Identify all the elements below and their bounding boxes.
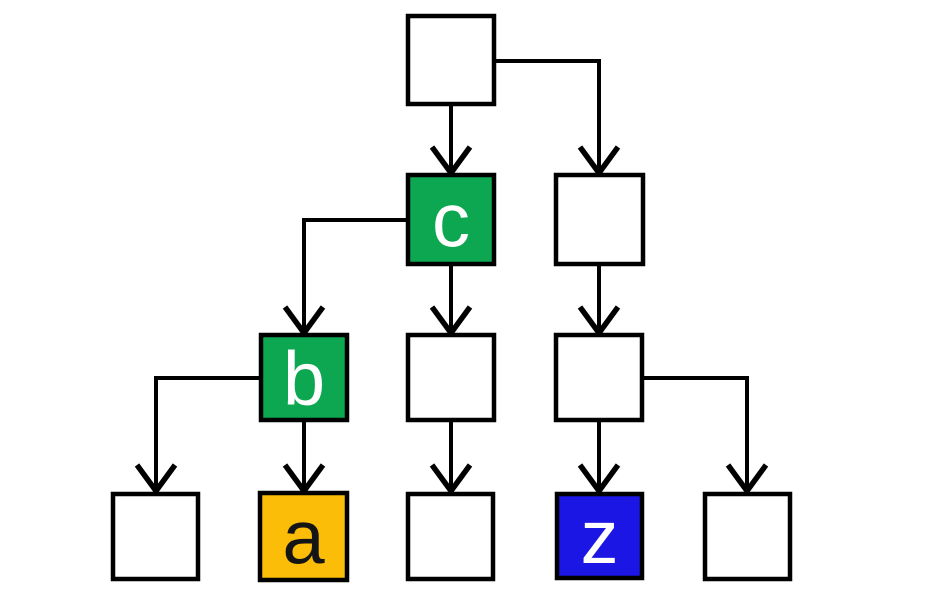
edge-line <box>154 376 261 491</box>
edge-root-to-right-2 <box>494 59 621 178</box>
tree-node-leaf-3 <box>405 491 496 582</box>
tree-node-right-2 <box>553 172 646 267</box>
node-box <box>258 332 350 423</box>
node-label: a <box>282 496 325 581</box>
tree-node-a: a <box>257 490 350 583</box>
tree-node-right-3 <box>553 332 645 423</box>
node-label: b <box>283 337 325 422</box>
edge-line <box>494 59 601 173</box>
node-box <box>553 332 645 423</box>
edge-right-2-to-right-3 <box>577 264 621 338</box>
edge-c-to-b <box>282 218 408 338</box>
edge-right-3-to-z <box>577 420 621 496</box>
edge-b-to-a <box>282 420 326 496</box>
edge-root-to-c <box>429 104 473 178</box>
node-box <box>553 172 646 267</box>
node-label: z <box>581 495 619 580</box>
node-box <box>405 332 497 423</box>
node-box <box>110 491 201 582</box>
node-box <box>405 172 497 267</box>
arrow-down-icon <box>725 463 769 496</box>
edge-line <box>302 218 408 333</box>
node-box <box>405 491 496 582</box>
node-box <box>554 491 645 581</box>
node-box <box>702 491 793 582</box>
node-label: c <box>432 179 470 264</box>
edge-c-to-mid-3 <box>429 264 473 338</box>
tree-node-z: z <box>554 491 645 581</box>
tree-node-c: c <box>405 172 497 267</box>
node-box <box>405 13 497 107</box>
edge-line <box>642 376 749 491</box>
arrow-down-icon <box>134 463 178 496</box>
node-box <box>257 490 350 583</box>
tree-node-root <box>405 13 497 107</box>
edge-b-to-leaf-1 <box>134 376 261 496</box>
arrow-down-icon <box>429 463 473 496</box>
arrow-down-icon <box>577 463 621 496</box>
tree-node-leaf-5 <box>702 491 793 582</box>
edge-mid-3-to-leaf-3 <box>429 420 473 496</box>
tree-node-leaf-1 <box>110 491 201 582</box>
tree-node-mid-3 <box>405 332 497 423</box>
edge-right-3-to-leaf-5 <box>642 376 769 496</box>
tree-node-b: b <box>258 332 350 423</box>
